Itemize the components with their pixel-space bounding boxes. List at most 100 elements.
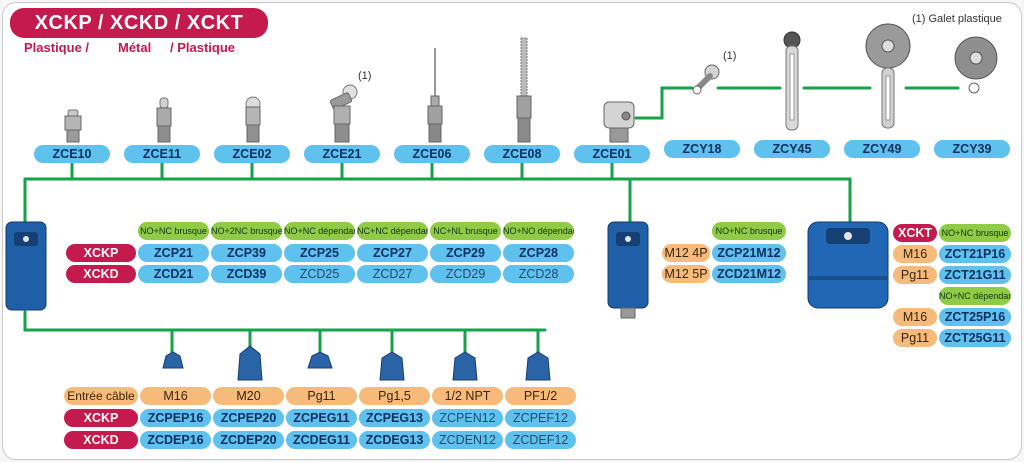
- xckt-contact-label-1: NO+NC brusque: [939, 224, 1011, 242]
- xckp-entry-code-1: ZCPEP16: [140, 409, 211, 427]
- material-label-1: Plastique /: [24, 40, 90, 55]
- xckp-body-code-6: ZCP28: [503, 244, 574, 262]
- xckt-code-zct25g11: ZCT25G11: [939, 329, 1011, 347]
- cable-entry-pf12-icon: [525, 351, 551, 381]
- xckp-entry-code-6: ZCPEF12: [505, 409, 576, 427]
- roller-lever-head-icon: [329, 84, 358, 143]
- xckd-body-code-5: ZCD29: [430, 265, 501, 283]
- xckd-entry-code-6: ZCDEF12: [505, 431, 576, 449]
- cable-entry-label: Entrée câble: [64, 387, 138, 405]
- xckt-contact-label-2: NO+NC dépendante: [939, 287, 1011, 305]
- contact-label-5: NC+NL brusque: [430, 222, 501, 240]
- material-label-3: / Plastique: [170, 40, 236, 55]
- xckt-label: XCKT: [893, 224, 937, 242]
- head-code-zce11: ZCE11: [124, 145, 200, 163]
- lever-wires: [634, 86, 960, 120]
- lever-code-zcy49: ZCY49: [844, 140, 920, 158]
- roller-plunger-head-icon: [245, 96, 261, 143]
- xckp-entry-code-2: ZCPEP20: [213, 409, 284, 427]
- xckp-body-code-1: ZCP21: [138, 244, 209, 262]
- m12-contact-label: NO+NC brusque: [712, 222, 786, 240]
- xckd-entry-code-3: ZCDEG11: [286, 431, 357, 449]
- head-code-zce02: ZCE02: [214, 145, 290, 163]
- xckp-entry-code-3: ZCPEG11: [286, 409, 357, 427]
- xckd-body-code-1: ZCD21: [138, 265, 209, 283]
- m12-code-zcd21m12: ZCD21M12: [712, 265, 786, 283]
- xckd-entry-code-2: ZCDEP20: [213, 431, 284, 449]
- xckd-entry-code-4: ZCDEG13: [359, 431, 430, 449]
- entry-size-5: 1/2 NPT: [432, 387, 503, 405]
- head-code-zce10: ZCE10: [34, 145, 110, 163]
- xckp-body-code-2: ZCP39: [211, 244, 282, 262]
- xckd-body-code-3: ZCD25: [284, 265, 355, 283]
- xckp-entry-code-5: ZCPEN12: [432, 409, 503, 427]
- entry-size-2: M20: [213, 387, 284, 405]
- xckt-entry-pg11-2: Pg11: [893, 329, 937, 347]
- entry-wires: [23, 310, 547, 354]
- xckt-code-zct21p16: ZCT21P16: [939, 245, 1011, 263]
- cable-entry-pg11-icon: [307, 351, 333, 369]
- metal-plunger-head-icon: [156, 97, 172, 143]
- xckd-entry-code-5: ZCDEN12: [432, 431, 503, 449]
- roller-note: (1) Galet plastique: [912, 13, 1002, 25]
- contact-label-1: NO+NC brusque: [138, 222, 209, 240]
- contact-label-3: NO+NC dépendante: [284, 222, 355, 240]
- xckt-code-zct21g11: ZCT21G11: [939, 266, 1011, 284]
- cable-entry-m16-icon: [162, 351, 184, 369]
- m12-code-zcp21m12: ZCP21M12: [712, 244, 786, 262]
- xckp-m12-switch-body-icon: [607, 221, 649, 319]
- row-label-xckp: XCKP: [66, 244, 136, 262]
- entry-size-3: Pg11: [286, 387, 357, 405]
- head-drop-wires: [70, 159, 614, 181]
- head-code-zce01: ZCE01: [574, 145, 650, 163]
- cable-entry-npt-icon: [452, 351, 478, 381]
- lever-code-zcy39: ZCY39: [934, 140, 1010, 158]
- xckt-entry-pg11-1: Pg11: [893, 266, 937, 284]
- m12-connector-5p: M12 5P: [662, 265, 710, 283]
- material-label-2: Métal: [118, 40, 152, 55]
- cable-entry-pg135-icon: [379, 351, 405, 381]
- plastic-roller-lever-icon: [954, 36, 998, 94]
- head-code-zce06: ZCE06: [394, 145, 470, 163]
- xckt-entry-m16-1: M16: [893, 245, 937, 263]
- lever-note: (1): [723, 50, 737, 62]
- rotary-head-icon: [603, 101, 635, 143]
- adjustable-lever-arm-icon: [783, 31, 801, 131]
- page-title: XCKP / XCKD / XCKT: [10, 8, 268, 38]
- head-code-zce21: ZCE21: [304, 145, 380, 163]
- cable-entry-m20-icon: [237, 345, 263, 381]
- xckd-body-code-4: ZCD27: [357, 265, 428, 283]
- roller-lever-arm-icon: [692, 64, 720, 95]
- body-drop-wires: [23, 177, 852, 224]
- m12-connector-4p: M12 4P: [662, 244, 710, 262]
- xckt-switch-body-icon: [807, 221, 889, 309]
- entry-row-label-xckd: XCKD: [64, 431, 138, 449]
- xckd-entry-code-1: ZCDEP16: [140, 431, 211, 449]
- xckp-body-code-5: ZCP29: [430, 244, 501, 262]
- row-label-xckd: XCKD: [66, 265, 136, 283]
- xckp-body-code-4: ZCP27: [357, 244, 428, 262]
- xckp-switch-body-icon: [5, 221, 47, 311]
- xckp-body-code-3: ZCP25: [284, 244, 355, 262]
- plunger-head-icon: [64, 109, 82, 143]
- xckd-body-code-6: ZCD28: [503, 265, 574, 283]
- lever-code-zcy45: ZCY45: [754, 140, 830, 158]
- xckt-entry-m16-2: M16: [893, 308, 937, 326]
- entry-size-4: Pg1,5: [359, 387, 430, 405]
- xckt-code-zct25p16: ZCT25P16: [939, 308, 1011, 326]
- wobble-rod-head-icon: [427, 48, 443, 143]
- entry-size-6: PF1/2: [505, 387, 576, 405]
- head-code-zce08: ZCE08: [484, 145, 560, 163]
- entry-size-1: M16: [140, 387, 211, 405]
- entry-row-label-xckp: XCKP: [64, 409, 138, 427]
- large-roller-lever-icon: [865, 23, 911, 129]
- xckp-entry-code-4: ZCPEG13: [359, 409, 430, 427]
- lever-code-zcy18: ZCY18: [664, 140, 740, 158]
- contact-label-6: NO+NO dépendante: [503, 222, 574, 240]
- contact-label-4: NC+NC dépendante: [357, 222, 428, 240]
- contact-label-2: NO+2NC brusque: [211, 222, 282, 240]
- spring-rod-head-icon: [516, 37, 532, 143]
- xckd-body-code-2: ZCD39: [211, 265, 282, 283]
